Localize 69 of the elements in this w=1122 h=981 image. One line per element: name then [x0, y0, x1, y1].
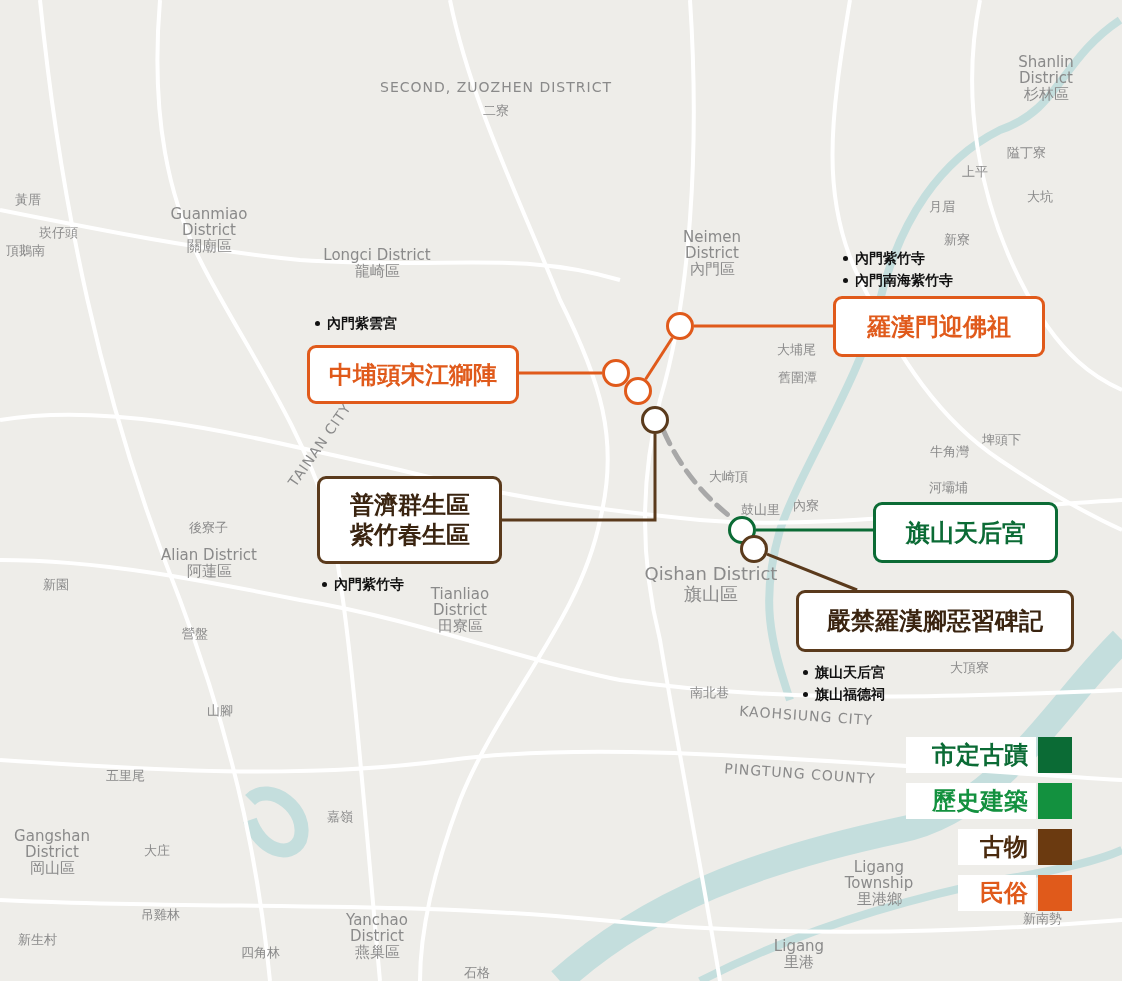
legend-label: 古物 [958, 829, 1036, 865]
map-place-label: 新園 [43, 576, 69, 592]
map-place-label: PINGTUNG COUNTY [723, 761, 877, 787]
legend-label: 民俗 [958, 875, 1036, 911]
map-place-label: 黃厝 [15, 191, 41, 207]
map-place-label: KAOHSIUNG CITY [738, 703, 874, 729]
map-place-label: Neimen District 內門區 [682, 229, 742, 277]
legend-label: 市定古蹟 [906, 737, 1036, 773]
map-place-label: 四角林 [240, 944, 280, 960]
connector-line [644, 336, 674, 381]
map-place-label: 牛角灣 [929, 443, 969, 459]
map-place-label: SECOND, ZUOZHEN DISTRICT [380, 79, 612, 95]
map-place-label: Ligang 里港 [772, 938, 826, 970]
map-place-label: 營盤 [182, 625, 208, 641]
map-place-label: 五里尾 [105, 767, 145, 783]
map-place-label: 大崎頂 [708, 468, 748, 484]
map-place-label: 新寮 [944, 231, 970, 247]
callout-box [796, 590, 1074, 652]
callout-box [833, 296, 1045, 357]
site-name: 中埔頭宋江獅陣 [329, 359, 497, 390]
connector-line [694, 324, 833, 328]
place-name: 旗山天后宮 [815, 663, 885, 682]
map-place-label: 崁仔頭 [38, 224, 78, 240]
map-place-label: Tianliao District 田寮區 [429, 586, 491, 634]
map-place-label: Qishan District 旗山區 [643, 564, 779, 604]
legend-label: 歷史建築 [906, 783, 1036, 819]
map-place-label: 頂鵝南 [5, 242, 45, 258]
map-place-label: 新南勢 [1022, 910, 1062, 926]
map-place-label: 二寮 [483, 102, 509, 118]
connector-line [766, 552, 858, 592]
map-place-label: 大庄 [144, 842, 170, 858]
callout-box [307, 345, 519, 404]
connector-line [519, 371, 602, 375]
map-place-label: Longci District 龍崎區 [322, 247, 432, 279]
map-place-label: 舊圍潭 [777, 369, 817, 385]
site-name: 普濟群生區 [349, 490, 470, 520]
map-place-label: 隘丁寮 [1006, 144, 1046, 160]
place-name: 旗山福德祠 [815, 685, 885, 704]
map-place-label: 大坑 [1027, 188, 1053, 204]
map-place-label: 大埔尾 [776, 341, 816, 357]
connector-line [756, 528, 873, 532]
connector-line [502, 434, 657, 522]
place-name: 內門紫雲宮 [327, 314, 397, 333]
map-place-label: 月眉 [929, 198, 955, 214]
map-place-label: Gangshan District 岡山區 [13, 828, 91, 876]
map-place-label: Guanmiao District 關廟區 [169, 206, 249, 254]
place-name: 內門紫竹寺 [855, 249, 925, 268]
map-place-label: 新生村 [17, 931, 57, 947]
map-place-label: 鼓山里 [740, 501, 780, 517]
map-place-label: Yanchao District 燕巢區 [345, 912, 409, 960]
map-place-label: 埤頭下 [981, 431, 1021, 447]
map-place-label: 後寮子 [188, 519, 228, 535]
map-place-label: Ligang Township 里港鄉 [843, 859, 915, 907]
site-name: 嚴禁羅漢腳惡習碑記 [827, 606, 1043, 636]
site-name: 旗山天后宮 [905, 517, 1026, 548]
place-name: 內門紫竹寺 [334, 575, 404, 594]
map-place-label: 吊雞林 [140, 906, 180, 922]
map-place-label: 嘉嶺 [327, 808, 353, 824]
map-place-label: 內寮 [793, 497, 819, 513]
map-place-label: 上平 [962, 163, 988, 179]
map-place-label: 山腳 [207, 702, 233, 718]
place-name: 內門南海紫竹寺 [855, 271, 953, 290]
site-name: 紫竹春生區 [349, 520, 470, 550]
map-place-label: Shanlin District 杉林區 [1017, 54, 1075, 102]
map-place-label: 石格 [464, 964, 490, 980]
map-place-label: 南北巷 [689, 684, 729, 700]
callout-box [873, 502, 1058, 563]
map-place-label: Alian District 阿蓮區 [160, 547, 258, 579]
site-name: 羅漢門迎佛祖 [867, 311, 1011, 342]
